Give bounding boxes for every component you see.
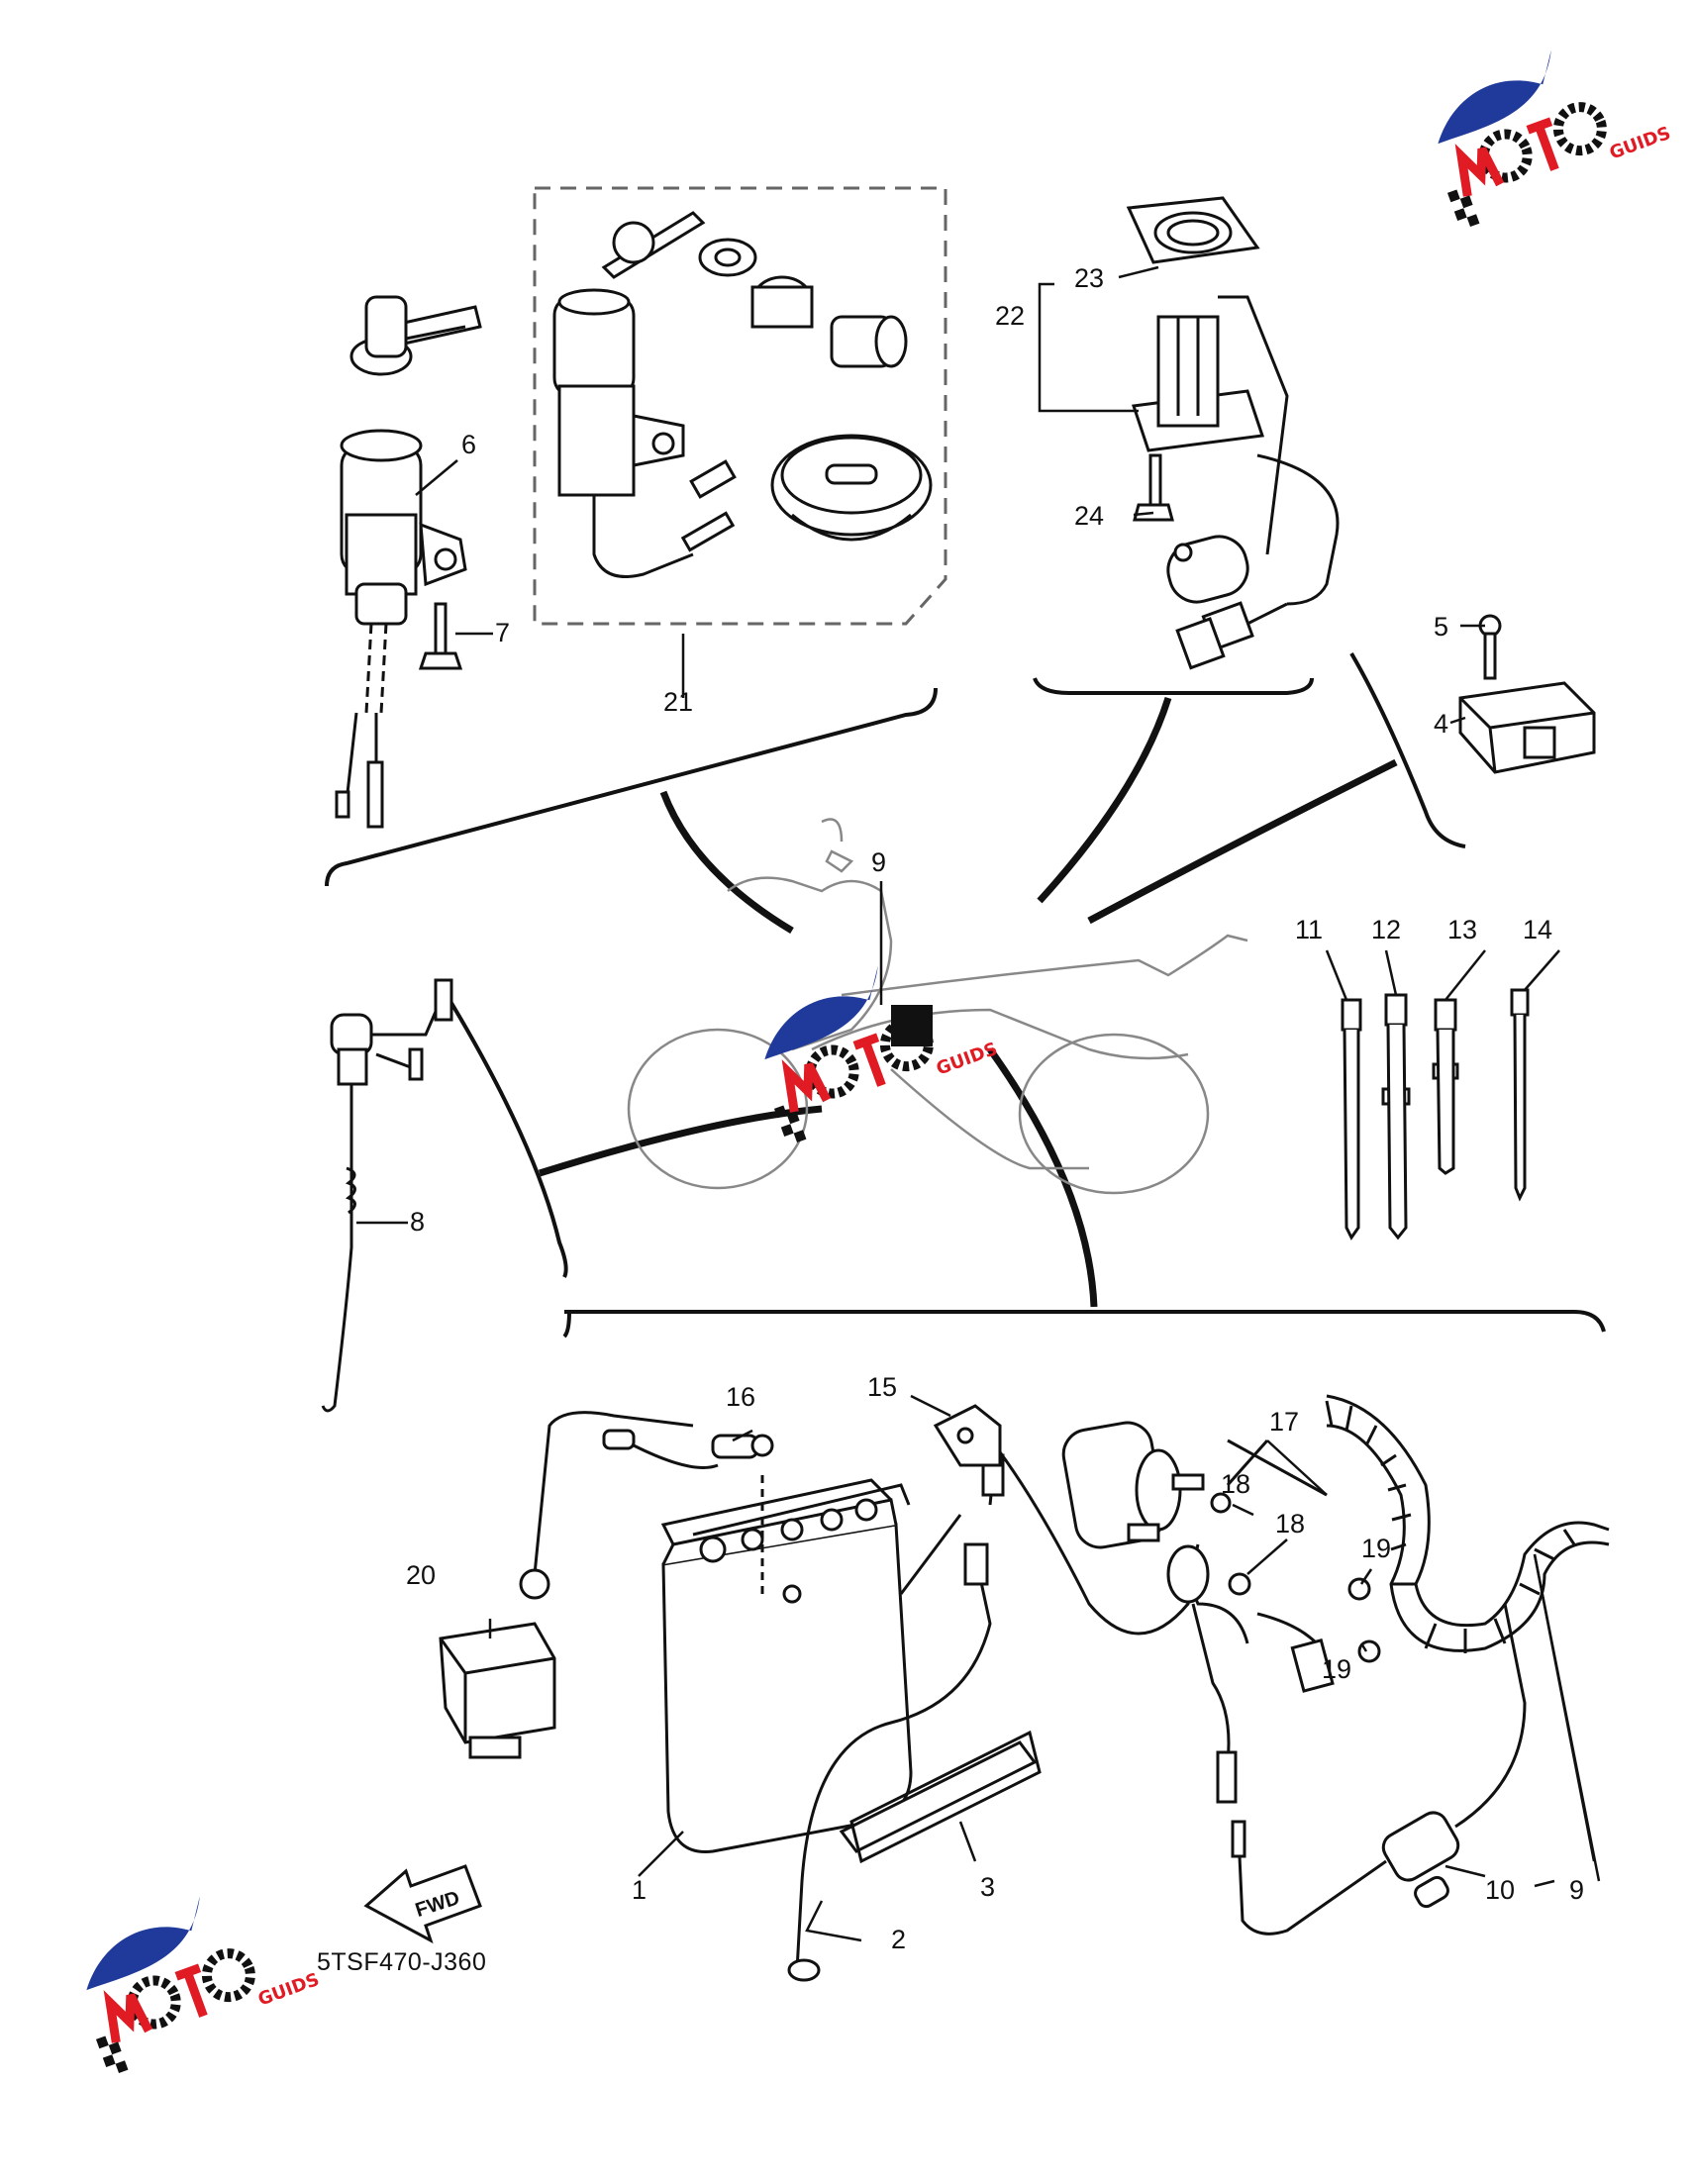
callout-18-b: 18 <box>1275 1509 1305 1539</box>
callout-10: 10 <box>1485 1875 1515 1905</box>
callout-labels: 1 2 3 4 5 6 7 8 9 9 10 11 12 13 14 15 16… <box>406 263 1584 1954</box>
callout-1: 1 <box>632 1875 647 1905</box>
callout-2: 2 <box>891 1925 906 1954</box>
fwd-arrow: FWD <box>363 1864 482 1944</box>
kit-box-21 <box>533 186 947 626</box>
callout-7: 7 <box>495 618 510 647</box>
callout-14: 14 <box>1523 915 1552 944</box>
logo-suffix-bottom: GUIDS <box>255 1969 322 2011</box>
callout-3: 3 <box>980 1872 995 1902</box>
battery-1 <box>660 1475 962 1853</box>
moto-guids-logo-top: GUIDS <box>1414 22 1673 231</box>
main-switch-kit-21 <box>552 211 933 578</box>
cable-ties <box>1341 988 1530 1241</box>
leader-lines <box>356 265 1601 1942</box>
callout-23: 23 <box>1074 263 1104 293</box>
callout-9-bottom: 9 <box>1569 1875 1584 1905</box>
moto-guids-logo-center: GUIDS <box>741 938 1000 1146</box>
callout-15: 15 <box>867 1372 897 1402</box>
callout-24: 24 <box>1074 501 1104 531</box>
motorcycle-silhouette <box>627 818 1248 1195</box>
part-code: 5TSF470-J360 <box>317 1948 486 1976</box>
callout-17: 17 <box>1269 1407 1299 1437</box>
starter-relay-17 <box>1061 1421 1527 1936</box>
ignition-switch-6 <box>335 295 482 829</box>
moto-guids-logo-bottom: GUIDS <box>62 1868 322 2077</box>
callout-19-b: 19 <box>1322 1654 1351 1684</box>
leader-curves <box>538 696 1398 1308</box>
callout-18-a: 18 <box>1221 1469 1250 1499</box>
wire-harness-9 <box>1325 1394 1610 1653</box>
callout-12: 12 <box>1371 915 1401 944</box>
callout-16: 16 <box>726 1382 755 1412</box>
callout-19-a: 19 <box>1361 1534 1391 1563</box>
logo-suffix: GUIDS <box>1607 123 1673 164</box>
callout-22: 22 <box>995 301 1025 331</box>
callout-20: 20 <box>406 1560 436 1590</box>
callout-4: 4 <box>1434 709 1448 739</box>
callout-21: 21 <box>663 687 693 717</box>
callout-6: 6 <box>461 430 476 459</box>
logo-suffix-center: GUIDS <box>934 1039 1000 1080</box>
callout-5: 5 <box>1434 612 1448 642</box>
bracket-15 <box>933 1404 1002 1467</box>
relay-4 <box>1458 614 1596 774</box>
fuel-sender-22 <box>1126 196 1340 670</box>
bracket-22 <box>1038 282 1139 413</box>
neutral-switch-8 <box>321 978 453 1413</box>
callout-13: 13 <box>1447 915 1477 944</box>
callout-8: 8 <box>410 1207 425 1237</box>
relay-20 <box>439 1622 556 1759</box>
band-3 <box>839 1730 1042 1864</box>
callout-9-top: 9 <box>871 847 886 877</box>
battery-lead-16 <box>519 1411 774 1600</box>
zone-lines <box>325 651 1606 1339</box>
callout-11: 11 <box>1295 915 1323 944</box>
